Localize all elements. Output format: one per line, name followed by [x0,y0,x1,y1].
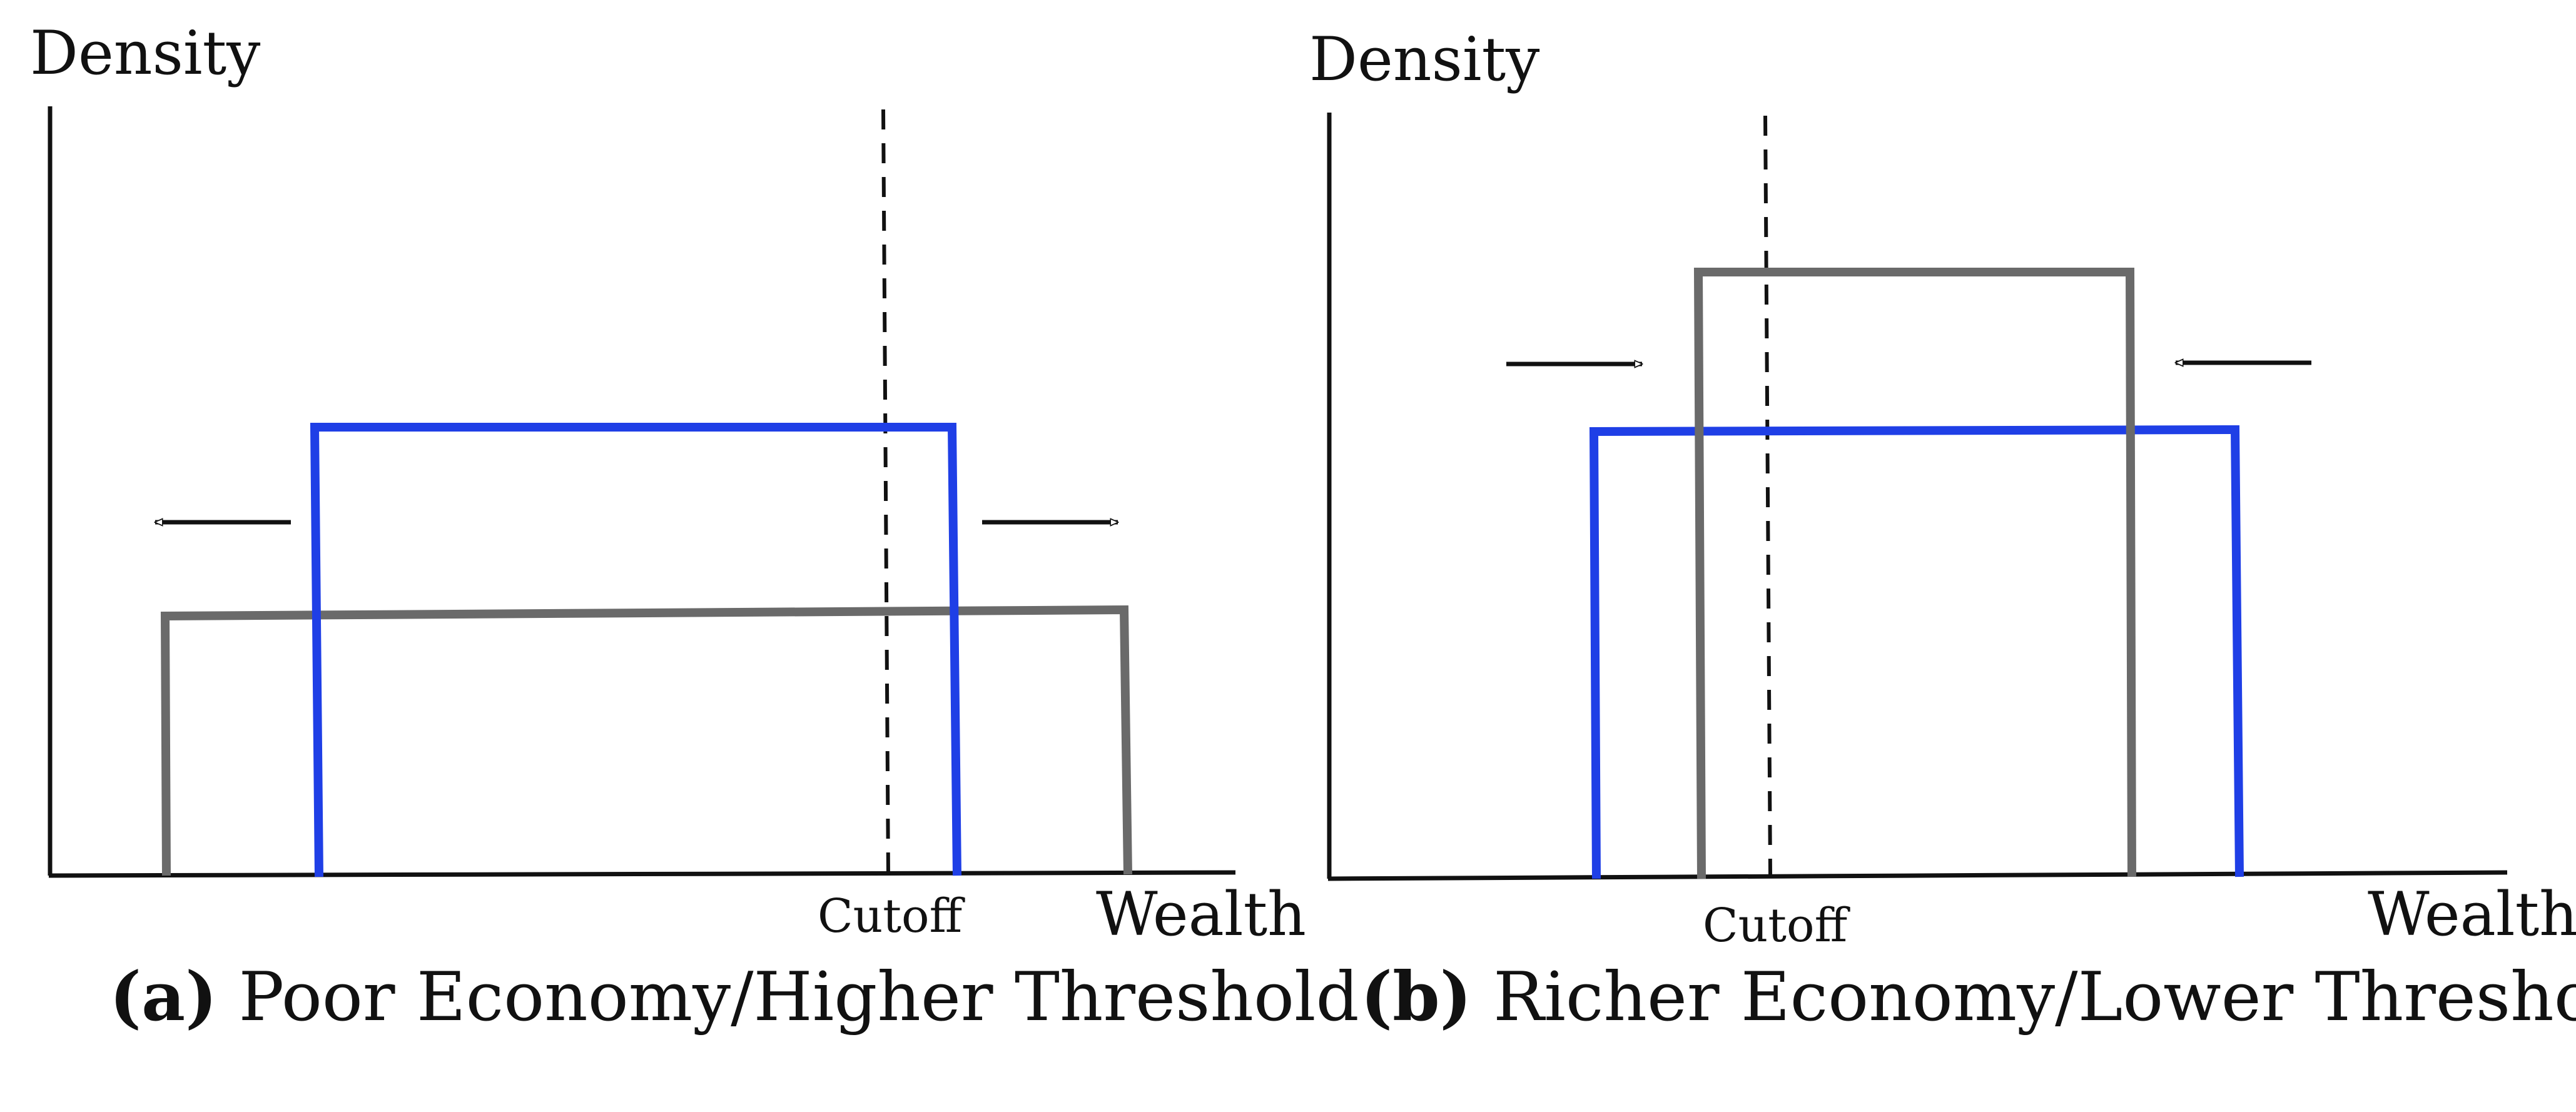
panel-a: Density Wealth Cutoff [30,18,1306,949]
panel-b-cutoff-line [1763,115,1772,876]
panel-b-caption-text: Richer Economy/Lower Threshold [1493,958,2576,1036]
panel-a-gray-distribution [160,605,1132,876]
panel-b-y-axis-label: Density [1309,24,1539,94]
panel-b: Density Wealth Cutoff [1309,24,2576,953]
panel-b-x-axis-label: Wealth [2368,879,2576,949]
panel-a-caption: (a) Poor Economy/Higher Threshold [109,963,1359,1031]
panel-a-caption-letter: (a) [109,958,218,1036]
panel-b-gray-distribution [1693,268,2136,879]
panel-a-caption-text: Poor Economy/Higher Threshold [238,958,1359,1036]
panel-a-y-axis-label: Density [30,18,260,88]
panel-a-x-axis-label: Wealth [1096,879,1306,949]
panel-b-caption: (b) Richer Economy/Lower Threshold [1361,963,2576,1031]
panel-a-x-axis [48,870,1236,878]
panel-b-cutoff-label: Cutoff [1703,899,1851,953]
panel-a-cutoff-label: Cutoff [818,889,966,943]
panel-a-blue-distribution [310,423,961,877]
panel-b-x-axis [1327,870,2508,881]
panel-b-caption-letter: (b) [1361,958,1472,1036]
panel-a-cutoff-line [881,109,890,876]
panel-b-blue-distribution [1589,425,2244,879]
